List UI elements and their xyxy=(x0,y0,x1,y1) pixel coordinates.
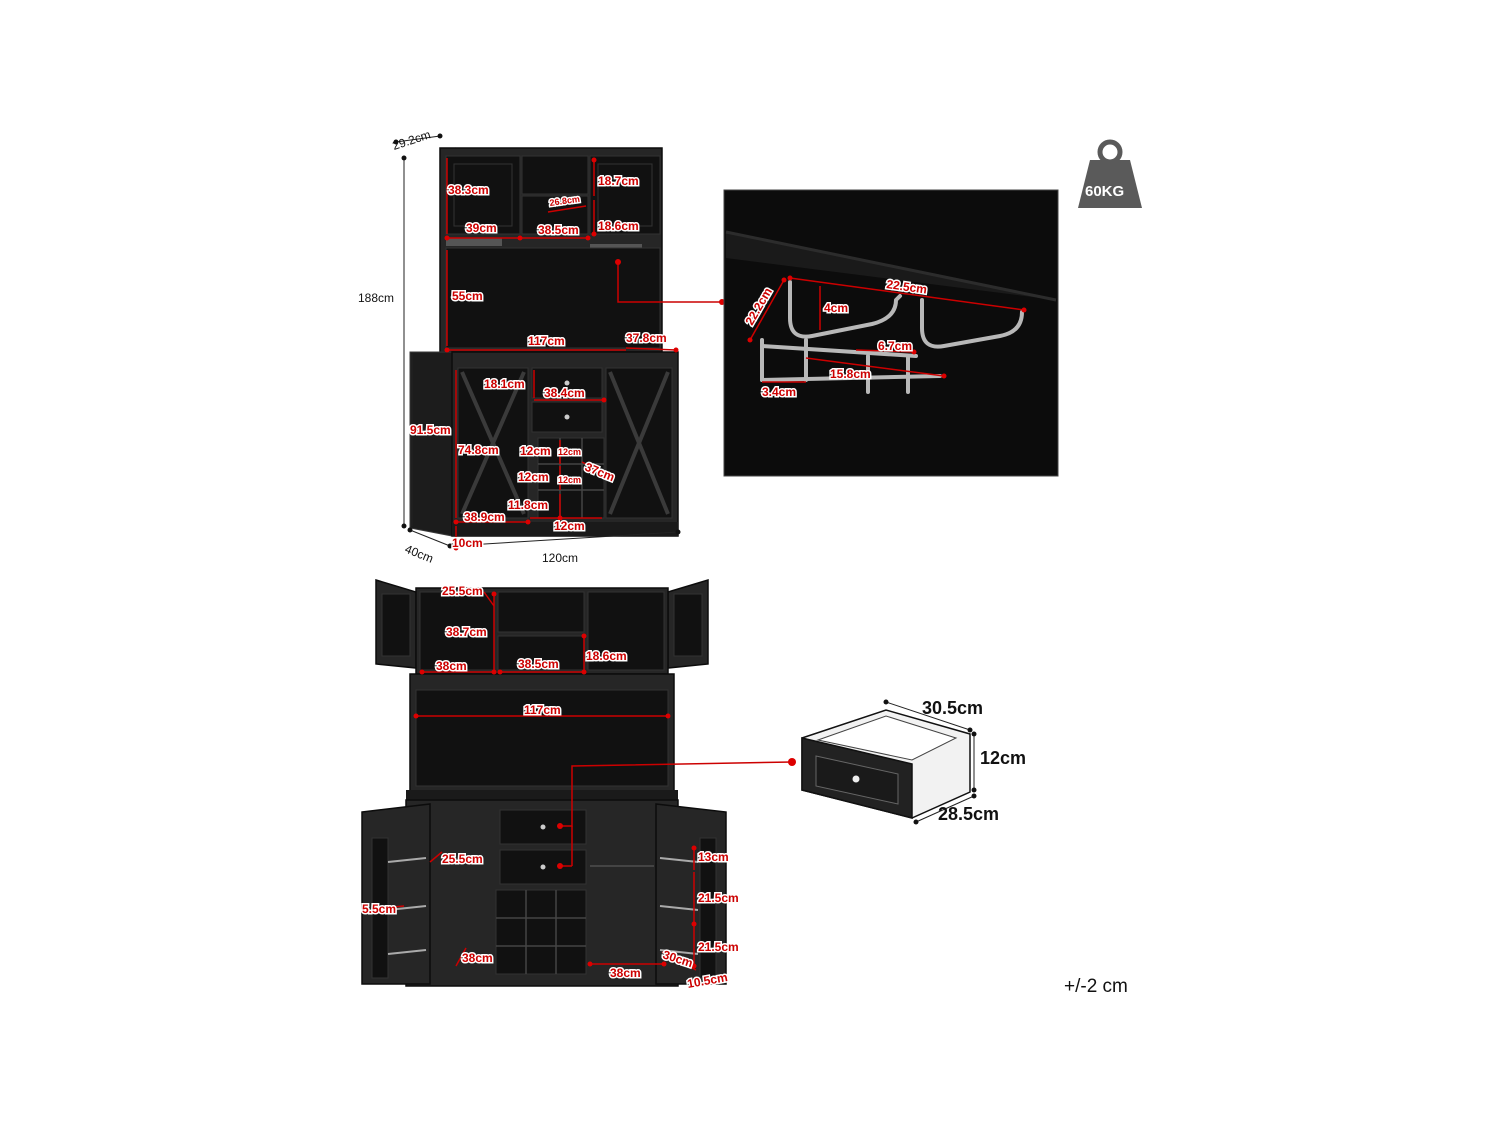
weight-label: 60KG xyxy=(1085,183,1124,200)
depth-base-label: 40cm xyxy=(403,542,435,566)
top-right-h2-label: 18.6cm xyxy=(598,219,639,233)
weight-icon: 60KG xyxy=(1078,139,1142,208)
open-top-mid-w-label: 38.5cm xyxy=(518,657,559,671)
glass-rack-detail: 22.5cm 22.2cm 4cm 6.7cm 15.8cm 3.4cm xyxy=(723,189,1059,477)
open-view-red-dimensions xyxy=(381,591,796,971)
front-view-cabinet xyxy=(409,147,679,537)
drawer-h-label: 18.1cm xyxy=(484,377,525,391)
open-top-mid-h-label: 18.6cm xyxy=(586,649,627,663)
rack-gap-label: 6.7cm xyxy=(878,339,912,353)
rack-rail-label: 3.4cm xyxy=(762,385,796,399)
rack-connector-line xyxy=(617,262,722,303)
front-view-outer-dimensions xyxy=(393,133,681,549)
top-mid-w-label: 38.5cm xyxy=(538,223,579,237)
wine-w4-label: 12cm xyxy=(554,519,585,533)
rack-height-label: 4cm xyxy=(824,301,848,315)
width-label: 120cm xyxy=(542,551,578,565)
right-shelf-2-label: 21.5cm xyxy=(698,891,739,905)
base-left-w-label: 38cm xyxy=(462,951,493,965)
right-shelf-3-label: 21.5cm xyxy=(698,940,739,954)
drawer-height-label: 12cm xyxy=(980,748,1026,768)
top-door-w-label: 39cm xyxy=(466,221,497,235)
rack-spacing-label: 15.8cm xyxy=(830,367,871,381)
wine-w2-label: 12cm xyxy=(518,470,549,484)
drawer-detail: 30.5cm 12cm 28.5cm xyxy=(801,698,1026,825)
front-view-red-dimensions xyxy=(444,157,679,551)
open-h-label: 55cm xyxy=(452,289,483,303)
drawer-w-label: 38.4cm xyxy=(544,386,585,400)
drawer-width-label: 30.5cm xyxy=(922,698,983,718)
top-door-h-label: 38.3cm xyxy=(448,183,489,197)
open-view-labels: 25.5cm 38.7cm 38cm 38.5cm 18.6cm 117cm 2… xyxy=(361,583,741,993)
wine-small2-label: 12cm xyxy=(558,475,581,485)
wine-small1-label: 12cm xyxy=(558,447,581,457)
open-top-shelf-h-label: 38.7cm xyxy=(446,625,487,639)
base-door-h-label: 74.8cm xyxy=(458,443,499,457)
tolerance-label: +/-2 cm xyxy=(1064,976,1128,997)
top-right-h-label: 18.7cm xyxy=(598,174,639,188)
counter-w-label: 117cm xyxy=(528,334,565,348)
right-shelf-1-label: 13cm xyxy=(698,850,729,864)
open-view-cabinet xyxy=(361,578,727,987)
open-top-shelf-w-label: 38cm xyxy=(436,659,467,673)
door-shelf-d-label: 25.5cm xyxy=(442,852,483,866)
open-top-shelf-d-label: 25.5cm xyxy=(442,584,483,598)
base-right-w-label: 38cm xyxy=(610,966,641,980)
drawer-depth-label: 28.5cm xyxy=(938,804,999,824)
height-base-label: 91.5cm xyxy=(410,423,451,437)
wine-w3-label: 11.8cm xyxy=(508,498,548,512)
leg-h-label: 10cm xyxy=(452,536,483,550)
depth-top-label: 29.2cm xyxy=(391,127,433,152)
front-view-labels: 29.2cm 188cm 91.5cm 120cm 40cm 38.3cm 39… xyxy=(358,127,668,566)
base-door-w-label: 38.9cm xyxy=(464,510,505,524)
counter-d-label: 37.8cm xyxy=(626,331,667,345)
wine-w1-label: 12cm xyxy=(520,444,551,458)
open-width-label: 117cm xyxy=(524,703,561,717)
height-total-label: 188cm xyxy=(358,291,394,305)
door-rack-label: 5.5cm xyxy=(362,902,396,916)
